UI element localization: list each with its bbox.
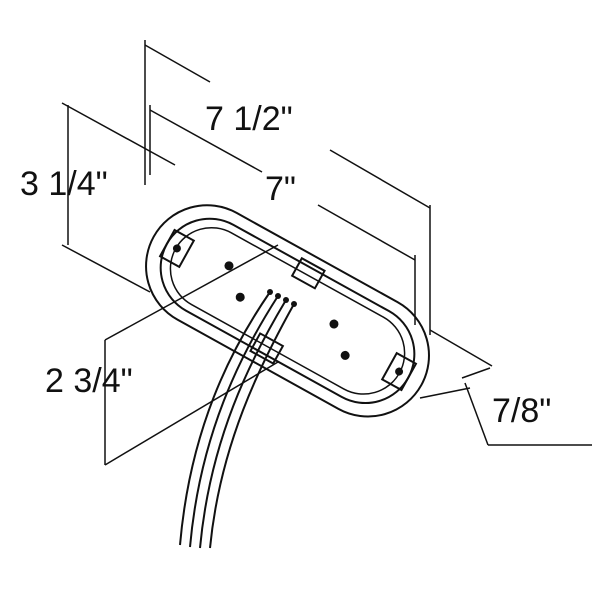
label-overall-length: 7 1/2" (205, 100, 293, 138)
dimension-depth: 7/8" (419, 329, 592, 446)
dimension-overall-height: 3 1/4" (20, 102, 176, 293)
lamp-housing (145, 204, 430, 418)
dimension-overall-length: 7 1/2" (144, 40, 431, 335)
lamp-wires (179, 289, 297, 549)
dimension-mounting-length: 7" (149, 105, 416, 325)
dimension-mounting-height: 2 3/4" (45, 244, 279, 466)
label-overall-height: 3 1/4" (20, 165, 108, 203)
label-mounting-length: 7" (265, 170, 296, 208)
label-mounting-height: 2 3/4" (45, 362, 133, 400)
label-depth: 7/8" (492, 392, 551, 430)
